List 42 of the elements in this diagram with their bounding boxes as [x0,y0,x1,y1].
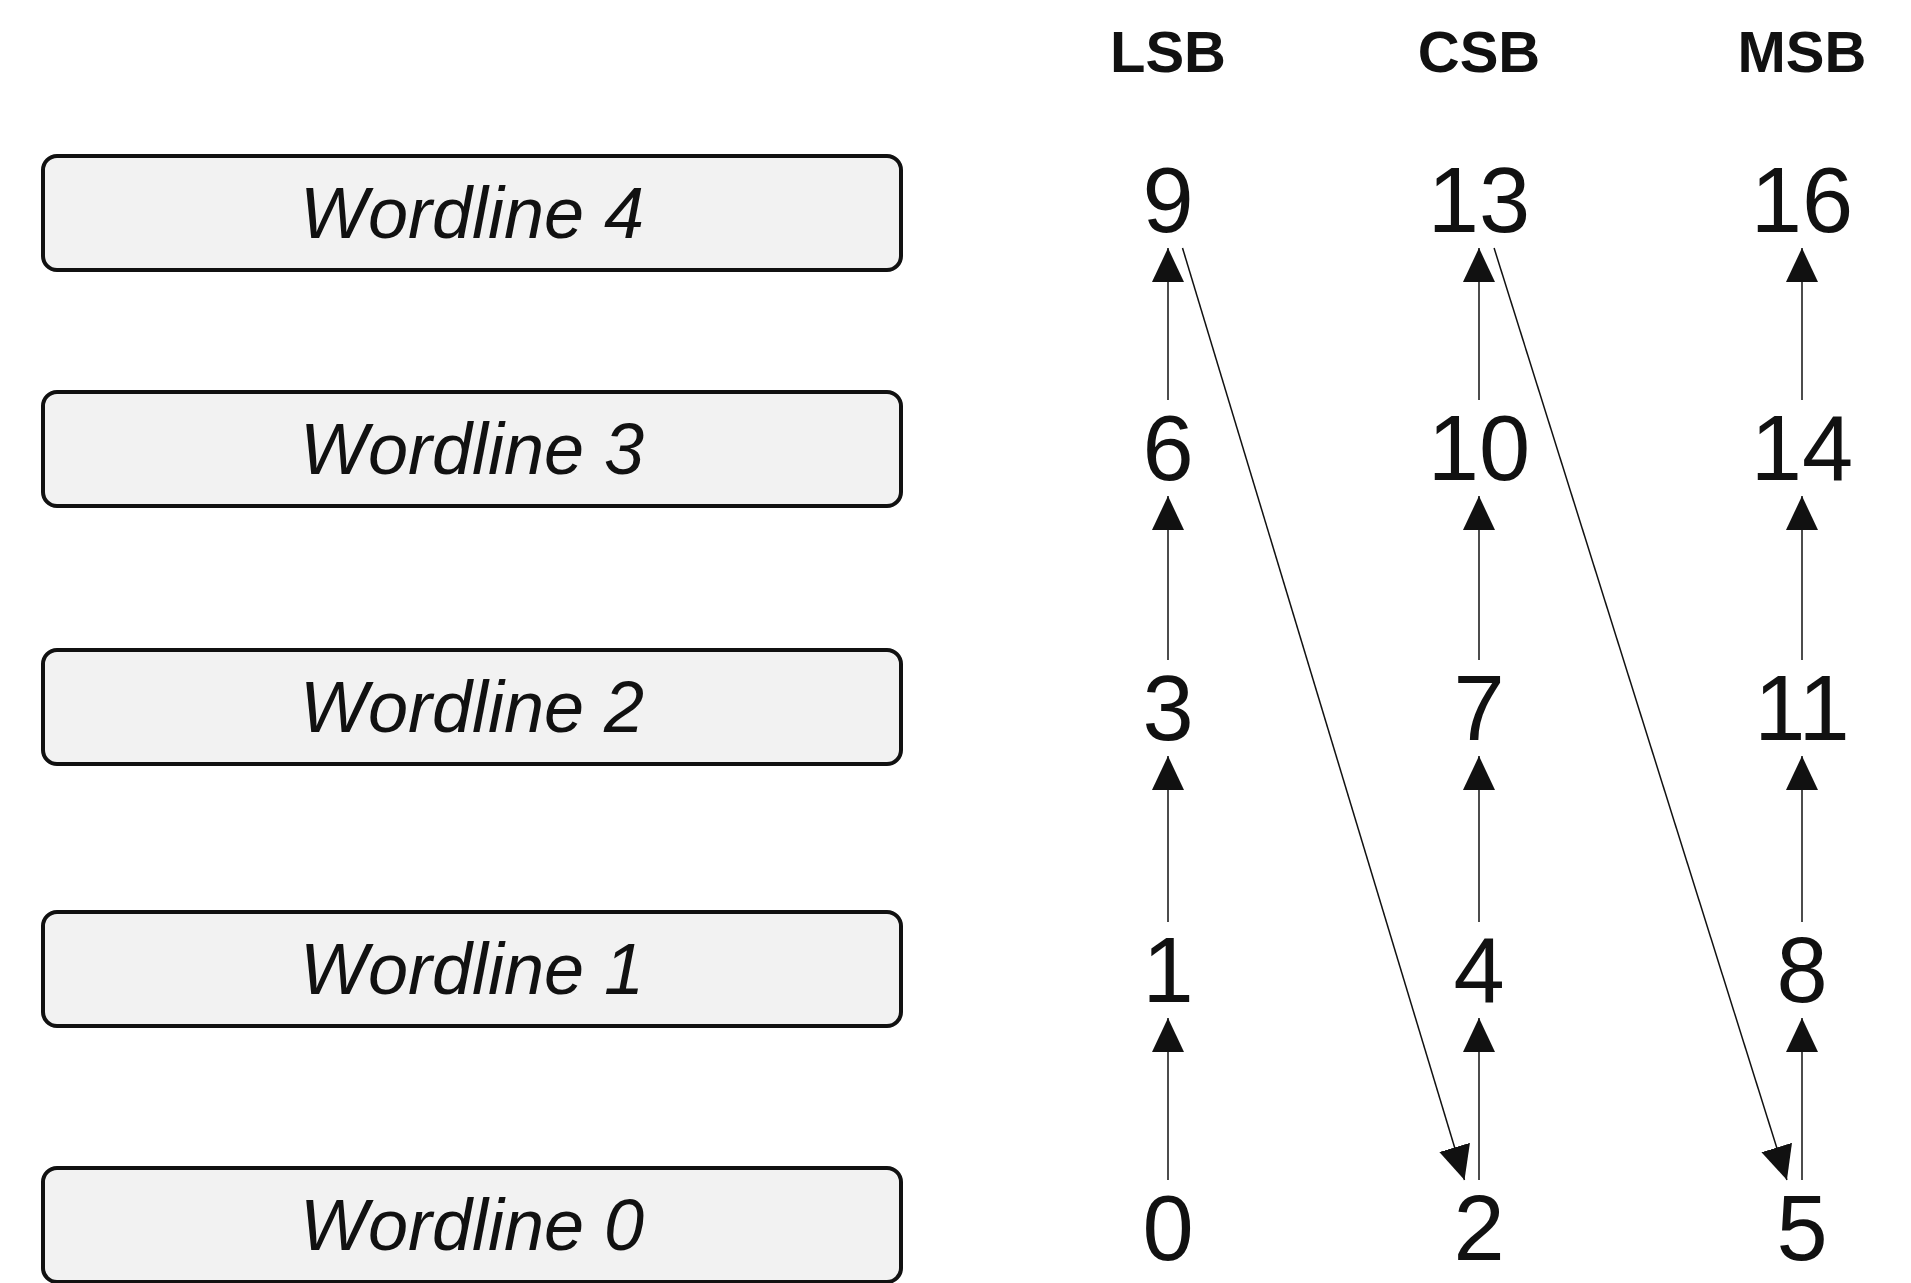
arrow [1786,1017,1818,1181]
wordline-box [41,390,903,508]
arrow [1463,495,1495,661]
page-number: 7 [1419,660,1539,756]
page-number: 1 [1108,922,1228,1018]
arrow [1152,495,1184,661]
page-number: 16 [1742,152,1862,248]
arrow [1152,1017,1184,1181]
column-heading: LSB [1110,18,1226,85]
wordline-label: Wordline 1 [299,928,645,1010]
wordline-label: Wordline 4 [299,172,645,254]
arrow [1463,1017,1495,1181]
page-number: 0 [1108,1180,1228,1276]
wordline-box [41,648,903,766]
wordline-box [41,910,903,1028]
arrow [1463,247,1495,401]
arrow [1786,755,1818,923]
page-number: 6 [1108,400,1228,496]
arrow [1152,755,1184,923]
arrow [1493,247,1792,1181]
page-number: 10 [1419,400,1539,496]
page-number: 5 [1742,1180,1862,1276]
page-number: 3 [1108,660,1228,756]
page-number: 13 [1419,152,1539,248]
page-number: 11 [1742,660,1862,756]
arrow [1786,247,1818,401]
page-number: 14 [1742,400,1862,496]
page-number: 9 [1108,152,1228,248]
arrow [1786,495,1818,661]
arrow [1181,247,1470,1181]
wordline-label: Wordline 0 [299,1184,645,1266]
page-number: 8 [1742,922,1862,1018]
column-heading: MSB [1737,18,1867,85]
wordline-box [41,154,903,272]
wordline-label: Wordline 3 [299,408,645,490]
arrow [1463,755,1495,923]
column-heading: CSB [1417,18,1541,85]
wordline-label: Wordline 2 [299,666,645,748]
wordline-box [41,1166,903,1283]
page-number: 2 [1419,1180,1539,1276]
arrow [1152,247,1184,401]
page-number: 4 [1419,922,1539,1018]
